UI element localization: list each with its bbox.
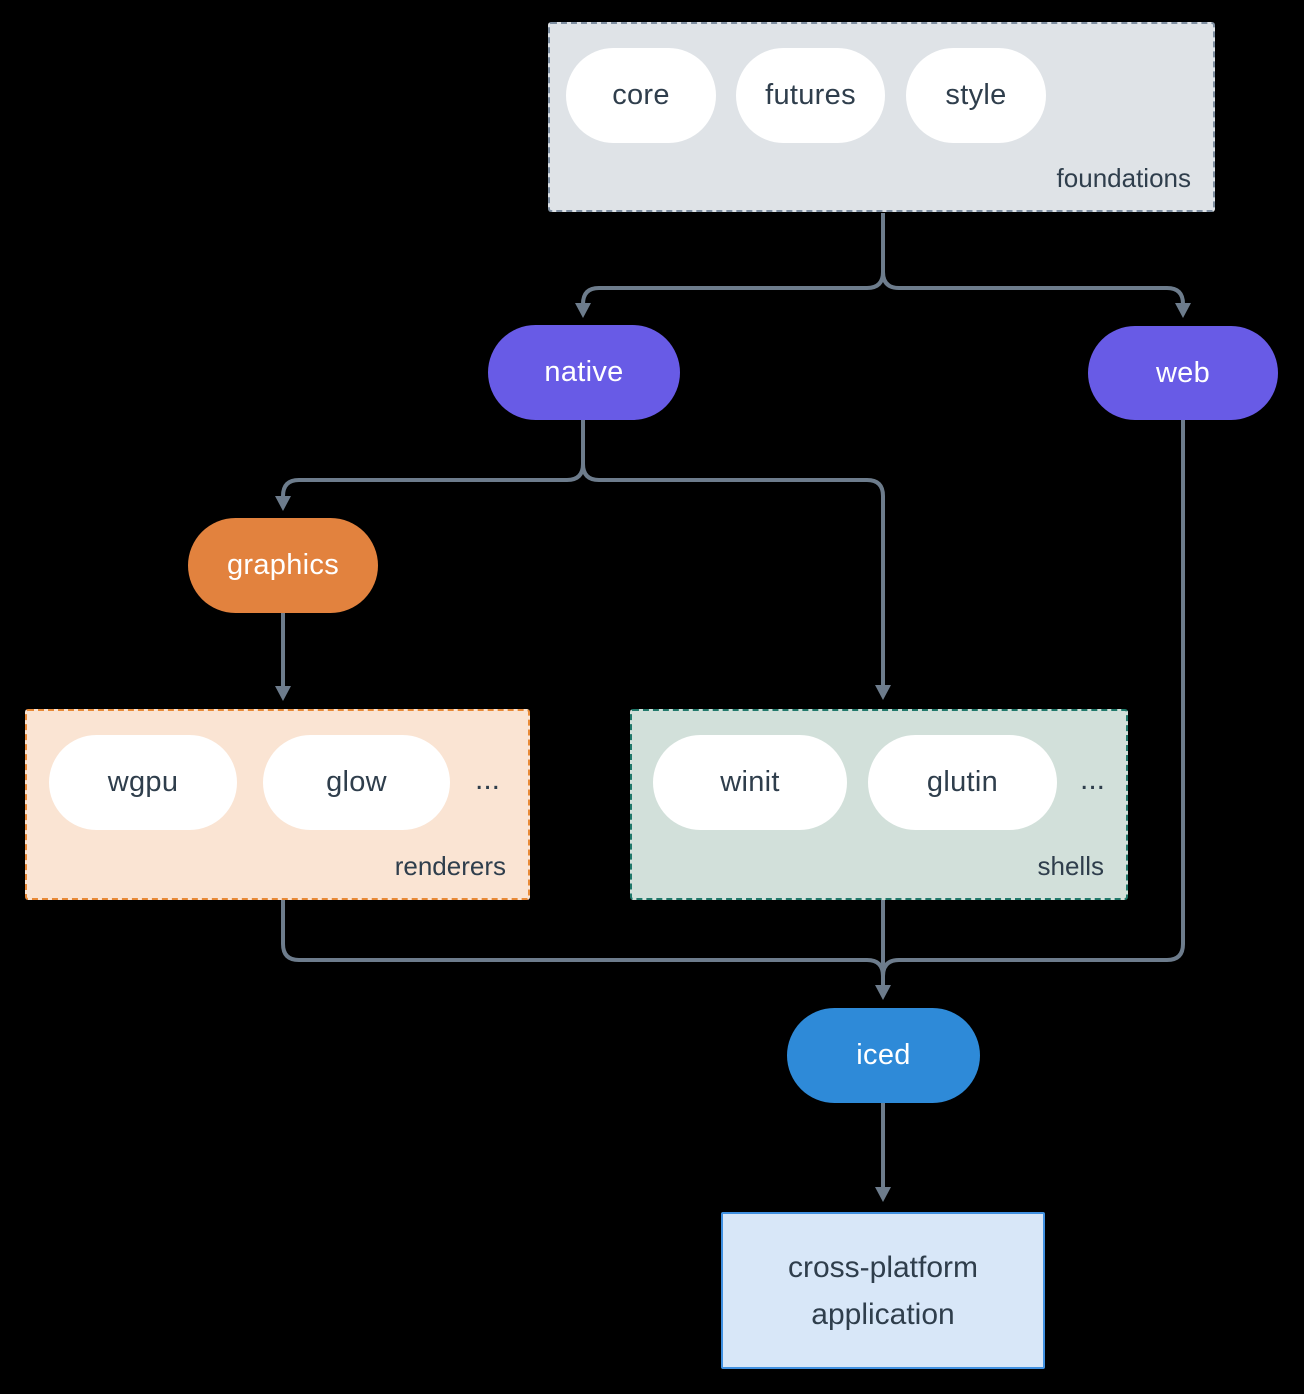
edge-foundations-native [575,213,885,318]
node-native: native [488,325,680,420]
group-foundations-label: foundations [1056,163,1191,193]
node-glow: glow [263,735,450,830]
node-iced: iced [787,1008,980,1103]
node-core: core [566,48,716,143]
node-glutin: glutin [868,735,1057,830]
group-renderers: wgpu glow ... renderers [25,709,530,900]
edge-renderers-iced [281,900,885,977]
node-cross-platform-application: cross-platform application [721,1212,1045,1369]
group-shells: winit glutin ... shells [630,709,1128,900]
node-futures: futures [736,48,885,143]
node-winit: winit [653,735,847,830]
app-label-line1: cross-platform [787,1250,979,1284]
node-graphics: graphics [188,518,378,613]
group-renderers-label: renderers [394,851,506,881]
node-wgpu: wgpu [49,735,237,830]
edge-foundations-web [881,213,1191,318]
edge-native-graphics [275,420,585,511]
node-web: web [1088,326,1278,420]
node-style: style [906,48,1046,143]
group-shells-label: shells [1037,851,1104,881]
renderers-ellipsis: ... [475,763,501,796]
app-label-line2: application [811,1297,955,1331]
group-foundations: core futures style foundations [548,22,1215,212]
shells-ellipsis: ... [1080,763,1106,796]
edge-native-shells [581,420,891,700]
